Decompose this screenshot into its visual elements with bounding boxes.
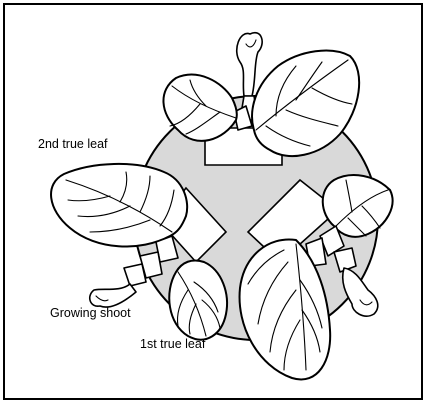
second-true-leaf-label: 2nd true leaf (38, 137, 108, 151)
first-true-leaf-label: 1st true leaf (140, 337, 205, 351)
top-growing-shoot (237, 33, 262, 96)
growing-shoot-label: Growing shoot (50, 306, 131, 320)
left-growing-shoot (90, 284, 136, 307)
second-true-leaf (51, 164, 187, 247)
top-shoot-group (163, 33, 359, 156)
